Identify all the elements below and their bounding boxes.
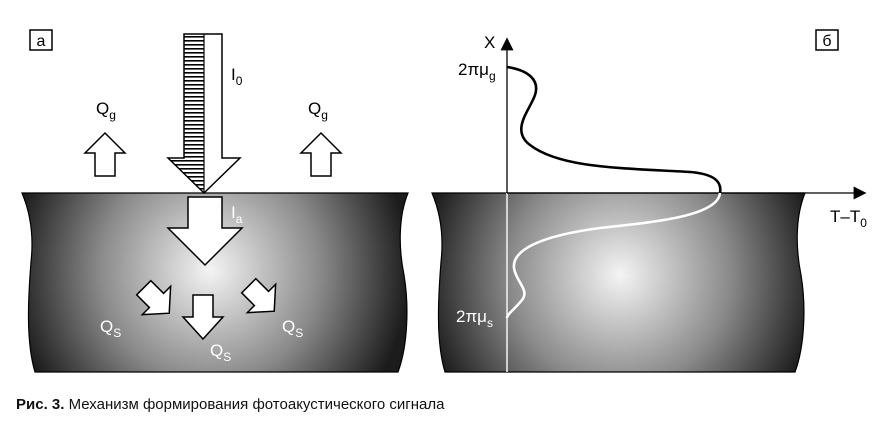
sample-heat-arrow-center (181, 294, 225, 341)
sample-thermal-depth-label: 2πμs (456, 307, 493, 330)
gas-thermal-depth-label: 2πμg (458, 60, 496, 83)
figure-caption: Рис. 3. Механизм формирования фотоакусти… (16, 396, 444, 413)
gas-heat-label-left: Qg (96, 99, 116, 122)
gas-heat-label-right: Qg (308, 99, 328, 122)
caption-text: Механизм формирования фотоакустического … (64, 396, 445, 413)
gas-heat-arrow-left (83, 131, 127, 177)
sample-heat-arrow-right (240, 277, 277, 314)
gas-heat-arrow-right (299, 131, 343, 177)
panel-b-label-box (815, 29, 839, 51)
incident-intensity-label: I0 (231, 65, 243, 88)
y-axis-label: X (484, 33, 495, 52)
temperature-curve-sample (505, 192, 722, 319)
panel-a: а I0 Ia Qg Qg QS (21, 29, 409, 373)
incident-beam-arrow (166, 33, 242, 195)
sample-heat-label-center: QS (210, 341, 231, 364)
panel-b: б X T–T0 2πμg 2πμs (431, 29, 867, 373)
sample-block-b (431, 192, 806, 373)
panel-a-label: а (37, 33, 46, 50)
sample-heat-label-right: QS (282, 317, 303, 340)
absorbed-intensity-arrow (166, 196, 244, 267)
x-axis-label: T–T0 (830, 207, 867, 230)
panel-a-label-box (29, 29, 53, 51)
temperature-curve-gas (506, 65, 722, 194)
sample-block-a (21, 192, 409, 373)
sample-heat-label-left: QS (100, 317, 121, 340)
absorbed-intensity-label: Ia (231, 203, 243, 226)
panel-b-label: б (822, 33, 831, 50)
sample-heat-arrow-left (135, 279, 172, 316)
caption-prefix: Рис. 3. (16, 396, 65, 413)
